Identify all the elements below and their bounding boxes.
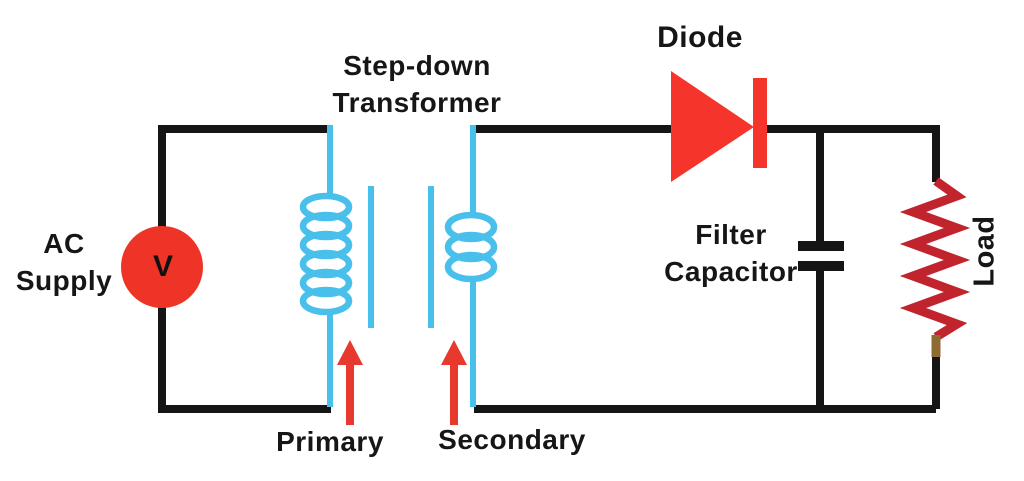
circuit-wires <box>158 125 940 413</box>
transformer-label-line2: Transformer <box>332 87 502 118</box>
capacitor-plate-top <box>798 241 844 251</box>
ac-supply-label-line2: Supply <box>15 265 113 296</box>
capacitor-icon <box>798 241 844 271</box>
secondary-coil-icon <box>444 211 498 283</box>
secondary-arrow-icon <box>441 340 467 425</box>
secondary-label: Secondary <box>438 424 586 455</box>
diode-anode-triangle <box>671 71 754 182</box>
pointer-arrows <box>337 340 467 425</box>
transformer-label-line1: Step-down <box>343 50 491 81</box>
primary-coil-icon <box>299 192 353 316</box>
ac-supply-label: AC Supply <box>16 225 112 299</box>
filter-capacitor-label-line2: Capacitor <box>664 256 798 287</box>
transformer-label: Step-down Transformer <box>333 47 502 121</box>
diode-label: Diode <box>657 21 743 54</box>
transformer-symbol <box>299 125 498 407</box>
diode-icon <box>671 71 767 182</box>
primary-label: Primary <box>276 426 384 457</box>
filter-capacitor-label: Filter Capacitor <box>664 216 798 290</box>
voltmeter-label: V <box>152 250 174 283</box>
primary-arrow-icon <box>337 340 363 425</box>
ac-supply-label-line1: AC <box>43 228 85 259</box>
wire-bottom-left <box>158 305 331 413</box>
load-resistor-icon <box>899 177 971 341</box>
load-label: Load <box>968 215 1001 287</box>
wire-top-right <box>766 125 940 182</box>
capacitor-plate-bottom <box>798 261 844 271</box>
wire-top-left <box>158 125 333 229</box>
diode-cathode-bar <box>753 78 767 168</box>
filter-capacitor-label-line1: Filter <box>695 219 767 250</box>
ac-source-icon <box>121 226 203 308</box>
